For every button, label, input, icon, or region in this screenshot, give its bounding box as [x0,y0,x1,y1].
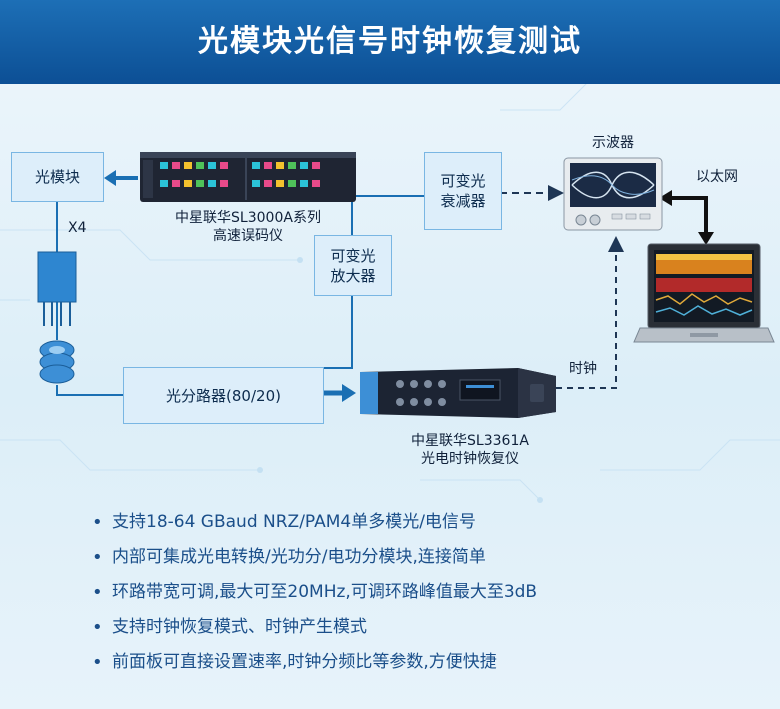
feature-list: 支持18-64 GBaud NRZ/PAM4单多模光/电信号 内部可集成光电转换… [88,505,748,680]
feature-item: 支持时钟恢复模式、时钟产生模式 [88,610,748,645]
arrow-right-icon [342,384,356,402]
x4-label: X4 [68,220,87,236]
ethernet-label: 以太网 [696,169,738,185]
fiber-coil-image [39,340,75,384]
feature-item: 支持18-64 GBaud NRZ/PAM4单多模光/电信号 [88,505,748,540]
feature-item: 内部可集成光电转换/光功分/电功分模块,连接简单 [88,540,748,575]
variable-optical-amplifier-box: 可变光 放大器 [314,235,392,296]
optical-splitter-box: 光分路器(80/20) [123,367,324,424]
page-title: 光模块光信号时钟恢复测试 [198,24,582,59]
laptop-image [633,243,775,343]
feature-item: 前面板可直接设置速率,时钟分频比等参数,方便快捷 [88,645,748,680]
oscilloscope-label: 示波器 [592,135,634,151]
clock-label: 时钟 [569,361,597,377]
optical-module-box: 光模块 [11,152,104,202]
feature-item: 环路带宽可调,最大可至20MHz,可调环路峰值最大至3dB [88,575,748,610]
variable-optical-attenuator-box: 可变光 衰减器 [424,152,502,230]
bert-instrument-image [140,152,356,202]
arrow-up-icon [556,236,624,389]
cdr-label: 中星联华SL3361A 光电时钟恢复仪 [411,433,529,467]
double-arrow-icon [664,196,708,238]
cdr-instrument-image [360,368,556,418]
breakout-connector-image [37,251,77,326]
oscilloscope-image [563,157,663,231]
header-bar [0,0,780,84]
bert-label: 中星联华SL3000A系列 高速误码仪 [175,210,321,244]
